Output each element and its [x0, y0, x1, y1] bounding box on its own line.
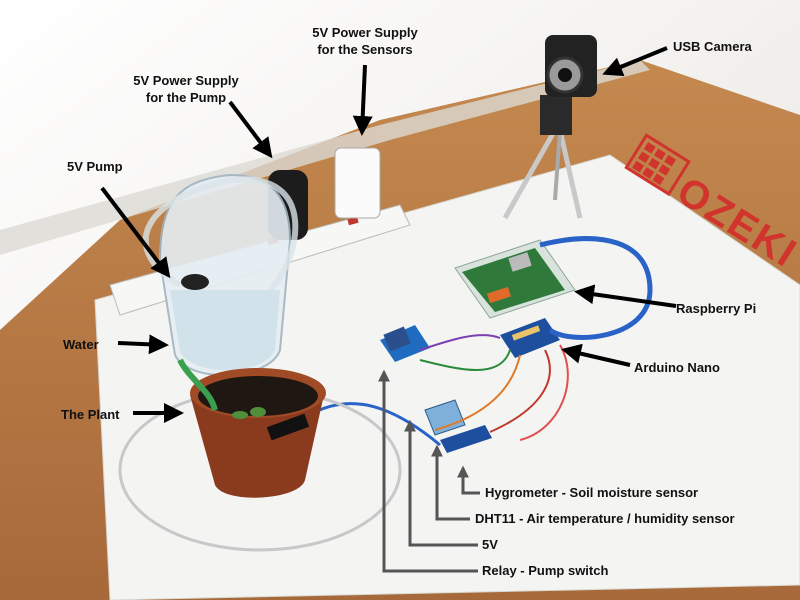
bracket-relay: [378, 369, 478, 573]
arduino-nano-board: [500, 318, 560, 358]
label-pump-power-line2: for the Pump: [145, 90, 227, 105]
label-plant: The Plant: [61, 407, 120, 422]
arrow-sensors-psu: [352, 64, 373, 136]
label-relay: Relay - Pump switch: [482, 563, 609, 578]
bracket-dht11: [431, 444, 470, 521]
bracket-lines: [378, 369, 480, 573]
label-pump-power-supply: 5V Power Supply for the Pump: [121, 72, 251, 106]
dht11-sensor: [424, 399, 466, 436]
sensor-power-adapter: [334, 147, 381, 219]
switch-light-icon: [347, 216, 359, 226]
label-water: Water: [63, 337, 99, 352]
arrow-pump-psu: [228, 100, 273, 159]
label-sensors-power-supply: 5V Power Supply for the Sensors: [300, 24, 430, 58]
arrow-raspberry-pi: [574, 284, 677, 308]
relay-module: [380, 325, 430, 362]
plant-pot: [177, 358, 326, 498]
label-sensors-power-line1: 5V Power Supply: [312, 25, 418, 40]
label-hygrometer: Hygrometer - Soil moisture sensor: [485, 485, 699, 500]
label-raspberry-pi: Raspberry Pi: [676, 301, 757, 316]
hygrometer-module: [440, 425, 492, 453]
arrow-water: [117, 334, 169, 355]
bracket-hygrometer: [457, 465, 480, 495]
bracket-5v: [404, 419, 478, 547]
label-usb-camera: USB Camera: [673, 39, 752, 54]
raspberry-pi-board: [454, 239, 576, 319]
callout-arrows: [100, 46, 677, 423]
arrow-arduino: [561, 343, 631, 367]
soil-probe: [266, 413, 310, 441]
arrow-pump: [100, 186, 171, 279]
label-pump-power-line1: 5V Power Supply: [133, 73, 239, 88]
label-pump: 5V Pump: [67, 159, 123, 174]
label-dht11: DHT11 - Air temperature / humidity senso…: [475, 511, 735, 526]
label-5v: 5V: [482, 537, 498, 552]
arrow-usb-camera: [602, 46, 668, 77]
leaf-icon: [250, 407, 266, 417]
usb-cable: [539, 236, 653, 340]
pump-device: [181, 274, 209, 290]
label-sensors-power-line2: for the Sensors: [317, 42, 413, 57]
leaf-icon: [232, 411, 248, 419]
usb-camera-tripod: [502, 35, 597, 220]
label-arduino-nano: Arduino Nano: [634, 360, 720, 375]
water-bottle: [158, 173, 292, 377]
